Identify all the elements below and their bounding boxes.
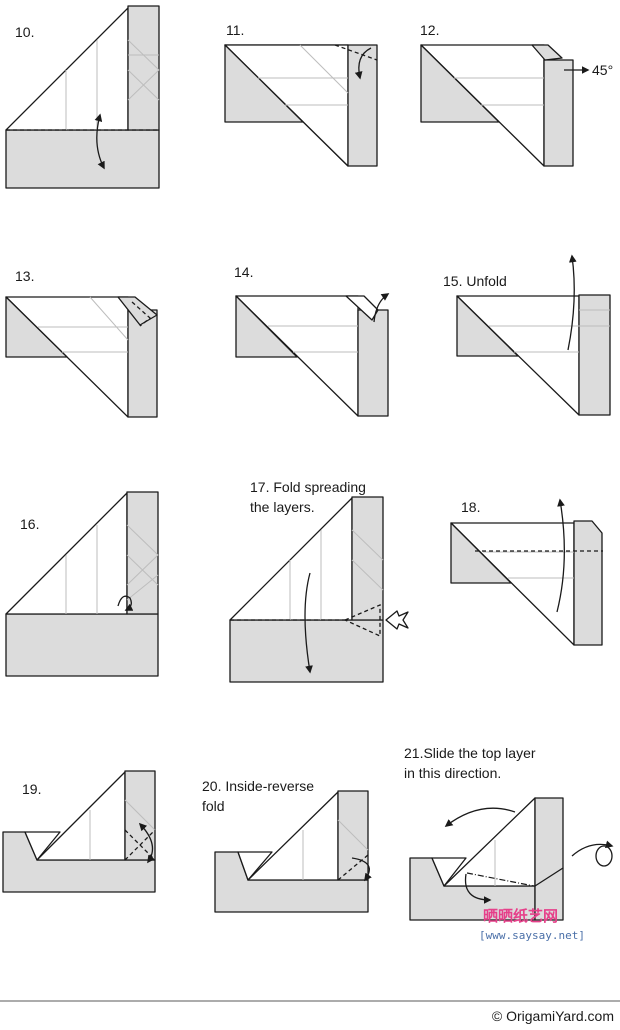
step-11-strip (347, 44, 378, 167)
step-13-label: 13. (15, 268, 34, 284)
step-16-arrow (117, 595, 134, 611)
step-10-lower-band (5, 129, 160, 189)
step-10-label: 10. (15, 24, 34, 40)
step-20-label-line1: 20. Inside-reverse (202, 778, 314, 794)
step-17-label-line2: the layers. (250, 499, 315, 515)
step-14-label: 14. (234, 264, 253, 280)
step-21: 21.Slide the top layer in this direction… (404, 745, 614, 921)
watermark-url: [www.saysay.net] (479, 929, 585, 942)
step-21-mountain-line (466, 872, 535, 887)
step-13: 13. (5, 268, 158, 418)
step-18: 18. (450, 498, 603, 646)
step-20-creases (302, 819, 369, 880)
step-20-triangle (247, 791, 339, 881)
step-20: 20. Inside-reverse fold (202, 778, 372, 913)
step-12-label: 12. (420, 22, 439, 38)
step-11-fold-line (334, 44, 378, 61)
step-16-label: 16. (20, 516, 39, 532)
step-19-left-flap (24, 831, 61, 861)
step-10-fold-arrow (94, 113, 105, 170)
step-10-strip (127, 5, 160, 131)
step-17-triangle (229, 497, 353, 621)
step-14-lower-left (235, 295, 298, 358)
step-17-strip (351, 496, 384, 621)
step-19-arrow (138, 822, 155, 864)
step-15: 15. Unfold (443, 254, 611, 416)
step-17-label-line1: 17. Fold spreading (250, 479, 366, 495)
step-21-label-line1: 21.Slide the top layer (404, 745, 536, 761)
step-21-label-line2: in this direction. (404, 765, 501, 781)
step-13-creases (38, 296, 129, 353)
step-17-fold-arrow (304, 572, 313, 674)
step-19: 19. (2, 770, 156, 893)
step-12-angle-label: 45° (592, 62, 613, 78)
step-20-arrow (351, 857, 372, 882)
step-12-creases (454, 77, 544, 106)
step-15-strip (578, 294, 611, 416)
step-13-corner-flap (117, 296, 158, 326)
step-14-corner-flap (345, 295, 379, 321)
step-14-creases (268, 325, 358, 353)
step-11-label: 11. (226, 22, 244, 38)
step-15-creases (489, 309, 610, 353)
step-21-triangle (443, 797, 536, 887)
step-21-slide-arrow (444, 807, 516, 827)
step-14: 14. (234, 264, 390, 417)
step-14-arrow (373, 293, 390, 323)
step-21-turn-over-symbol (595, 845, 613, 867)
step-18-lower-left (450, 522, 512, 584)
step-15-lower-left (456, 295, 519, 357)
step-21-left-flap (431, 857, 467, 887)
step-18-strip (573, 520, 603, 646)
step-10: 10. (5, 5, 160, 189)
step-12-lower-left (420, 44, 500, 123)
step-17-creases (289, 529, 384, 620)
step-21-strip (534, 797, 564, 887)
step-16-strip (126, 491, 159, 615)
step-12-corner-flap (531, 44, 563, 61)
step-11-fold-arrow (354, 47, 372, 80)
step-21-tuck-arrow (464, 873, 492, 904)
step-13-lower-left (5, 296, 68, 358)
step-15-label: 15. Unfold (443, 273, 507, 289)
step-18-arrow (556, 498, 565, 613)
copyright-text: © OrigamiYard.com (492, 1008, 614, 1024)
step-16-creases (65, 524, 159, 614)
step-11: 11. (224, 22, 378, 167)
step-12-strip (543, 59, 574, 167)
step-17: 17. Fold spreading the layers. (229, 479, 409, 683)
step-13-fold-line (131, 301, 152, 327)
step-17-push-arrow (385, 610, 409, 630)
step-19-label: 19. (22, 781, 41, 797)
step-20-label-line2: fold (202, 798, 225, 814)
step-14-strip (357, 309, 389, 417)
step-16: 16. (5, 491, 159, 677)
step-16-lower-band (5, 613, 159, 677)
step-19-triangle (36, 771, 126, 861)
step-13-strip (127, 309, 158, 418)
step-11-creases (258, 44, 349, 106)
step-20-left-flap (237, 851, 273, 881)
step-10-creases (65, 39, 160, 130)
step-15-unfold-arrow (567, 254, 577, 351)
step-11-lower-left (224, 44, 304, 123)
watermark-logo: 晒晒纸艺网 (483, 907, 558, 925)
step-21-turn-arrow (571, 840, 614, 857)
step-18-label: 18. (461, 499, 480, 515)
step-12: 12. 45° (420, 22, 613, 167)
